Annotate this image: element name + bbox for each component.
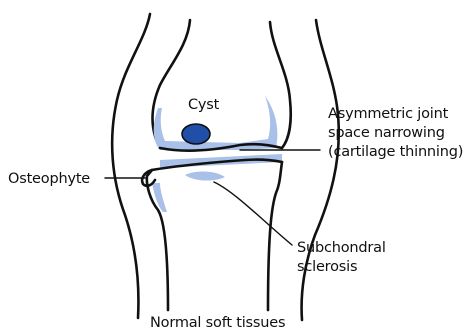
label-soft-tissues: Normal soft tissues (150, 315, 285, 331)
label-subchondral-1: Subchondral (297, 240, 386, 256)
label-cyst: Cyst (188, 97, 220, 113)
label-osteophyte: Osteophyte (8, 171, 90, 187)
subchondral-leader (214, 182, 292, 245)
label-asymmetric-2: space narrowing (328, 125, 445, 141)
label-asymmetric-3: (cartilage thinning) (328, 144, 463, 160)
label-subchondral-2: sclerosis (297, 259, 357, 275)
cyst-shape (182, 124, 210, 144)
label-asymmetric-1: Asymmetric joint (328, 106, 449, 122)
subchondral-sclerosis-shading (152, 96, 282, 212)
